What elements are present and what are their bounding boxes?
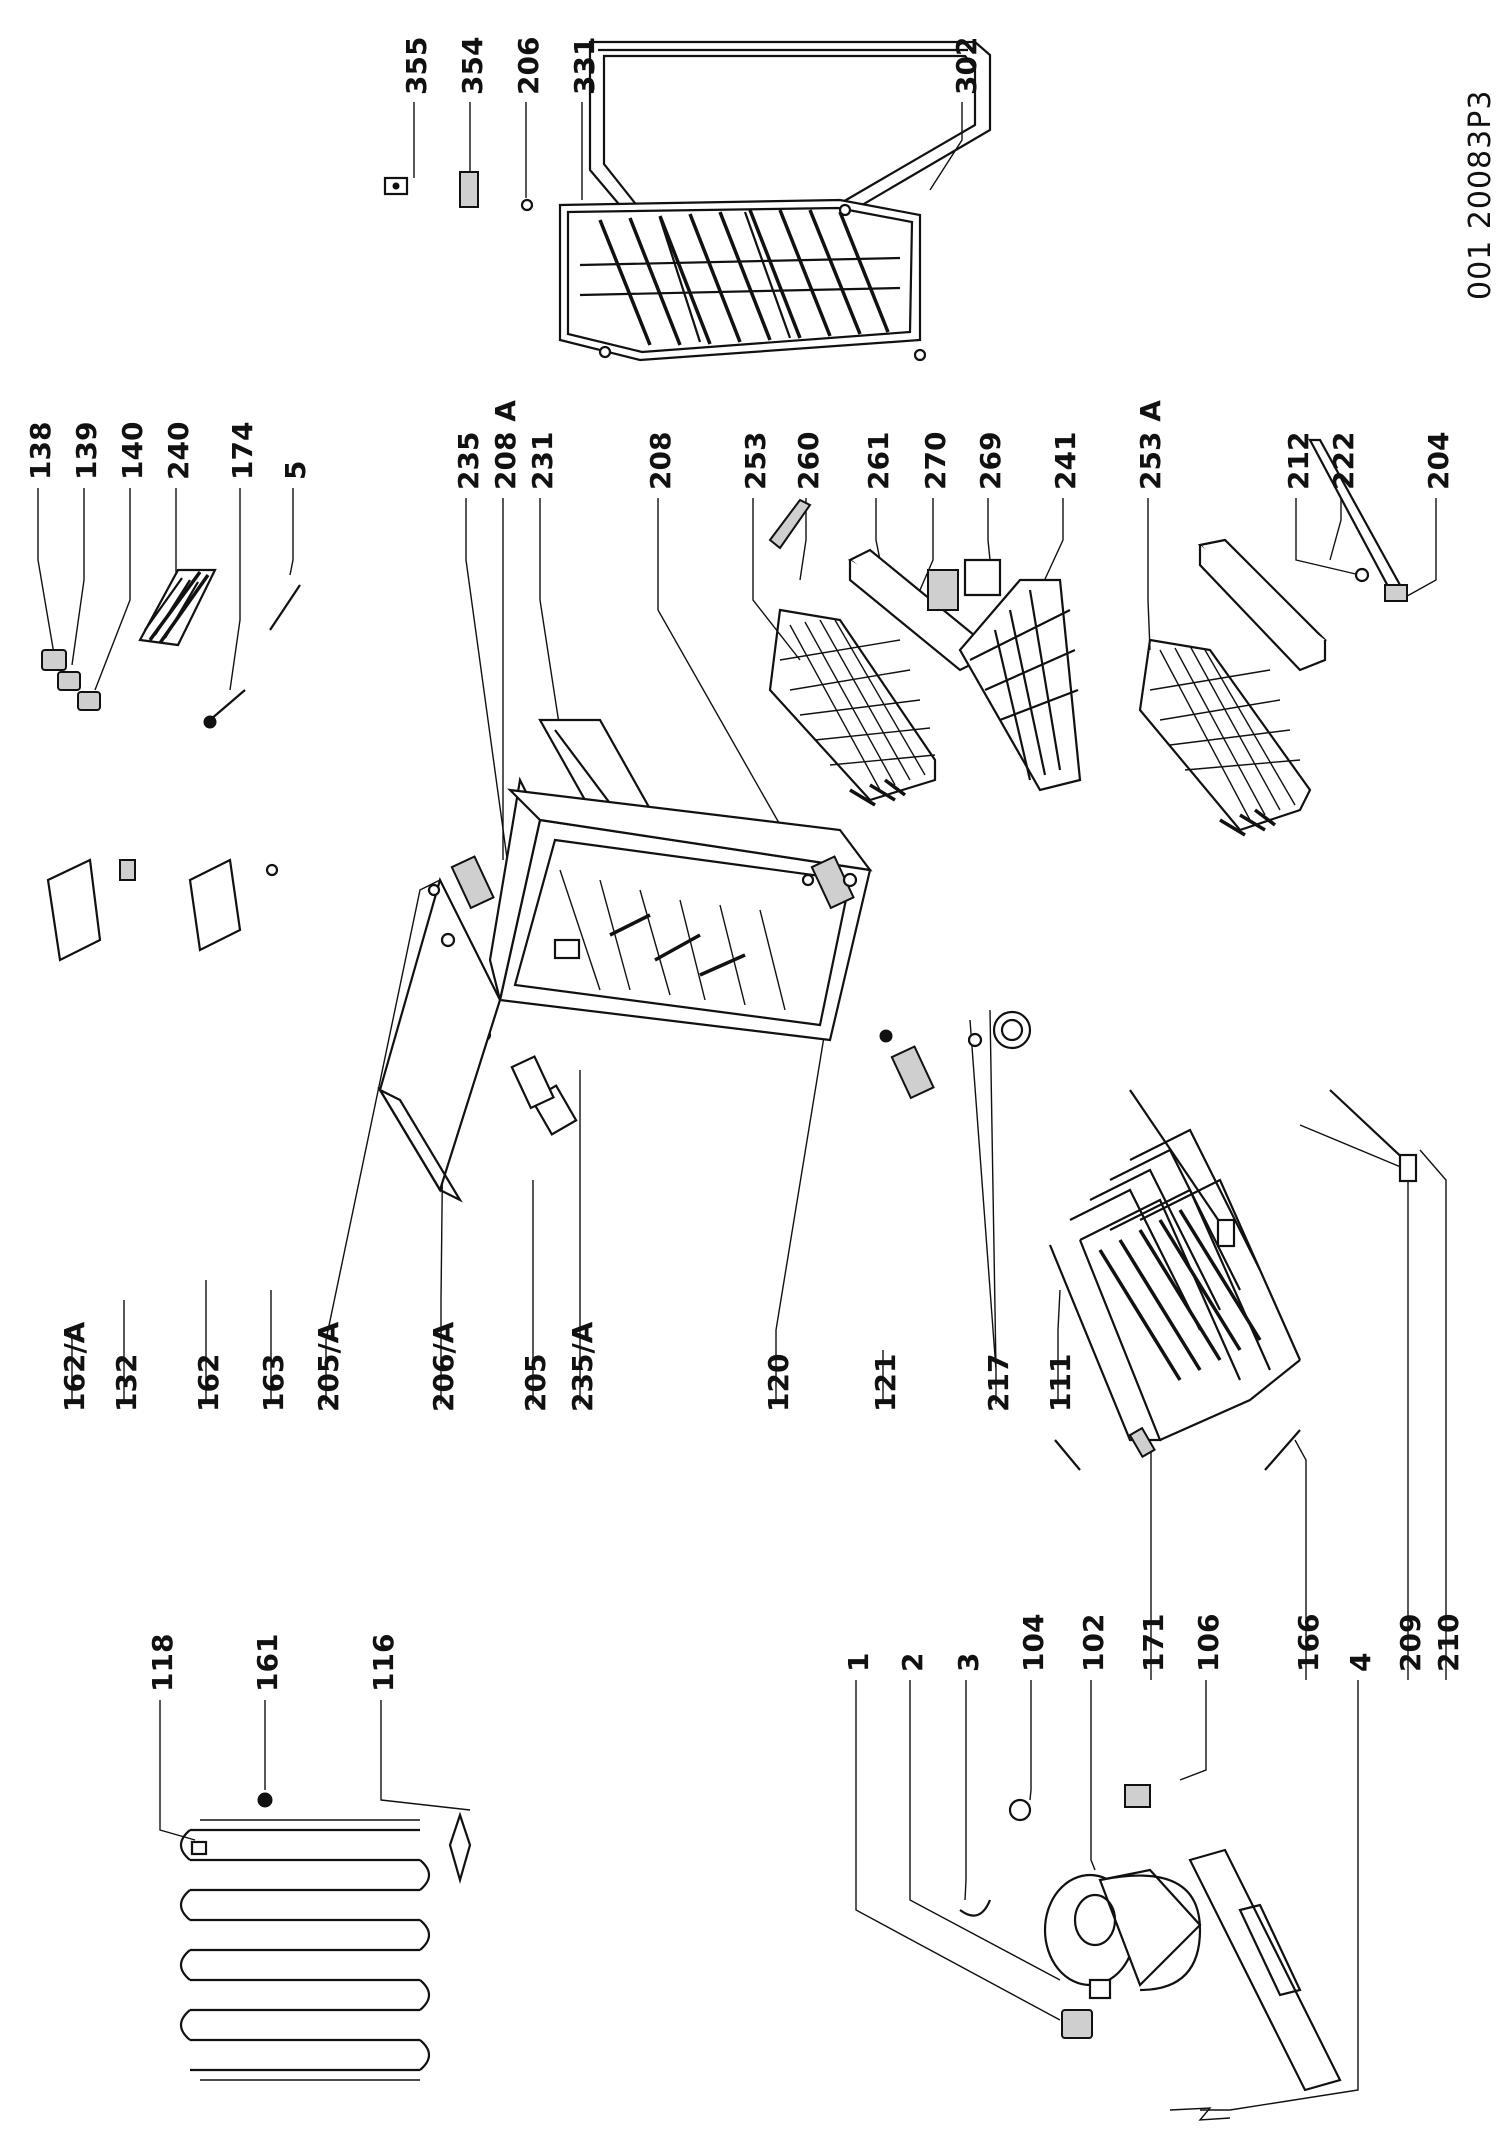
part-label-217: 217 [982,1354,1015,1412]
part-labels: 355 354 206 331 302 138 139 140 240 174 … [24,37,1465,1692]
parts-212-222-204 [1308,438,1408,602]
door-gasket-302 [588,40,992,302]
compressor-102 [1043,1868,1202,1992]
shelf-241 [958,578,1082,792]
cabinet-side-panel [377,876,502,1203]
part-label-270: 270 [919,432,952,490]
part-label-206A: 206/A [427,1321,460,1412]
base-plate-4 [1188,1848,1342,2092]
part-label-208A: 208 A [489,400,522,490]
part-label-163: 163 [257,1354,290,1412]
small-parts-138-140 [41,649,101,711]
cable-4 [1169,2107,1231,2121]
part-label-104: 104 [1017,1614,1050,1672]
screw-174 [203,689,246,729]
condenser-118 [179,1792,472,2081]
part-label-162: 162 [192,1354,225,1412]
part-label-4: 4 [1344,1653,1377,1672]
part-label-253A: 253 A [1134,400,1167,490]
part-label-210: 210 [1432,1614,1465,1672]
part-label-132: 132 [110,1354,143,1412]
part-label-354: 354 [456,37,489,95]
part-label-161: 161 [251,1634,284,1692]
controls-162 [46,858,279,962]
part-label-205: 205 [519,1354,552,1412]
parts-171-166 [1128,1426,1301,1471]
part-label-260: 260 [792,432,825,490]
part-label-121: 121 [869,1354,902,1412]
rails-209-210 [1129,1089,1418,1248]
part-label-1: 1 [842,1653,875,1672]
electric-parts-1-3-104-106 [959,1784,1151,2039]
part-label-174: 174 [226,422,259,480]
hinge-parts-355-354-206 [383,171,534,212]
part-5 [269,584,301,631]
part-label-138: 138 [24,422,57,480]
hinges-cabinet [427,855,935,1110]
strip-260 [768,498,812,550]
part-label-261: 261 [862,432,895,490]
thermostat-217 [967,1010,1032,1050]
part-label-116: 116 [367,1634,400,1692]
part-label-241: 241 [1049,432,1082,490]
part-label-205A: 205/A [312,1321,345,1412]
part-label-331: 331 [568,37,601,95]
part-label-118: 118 [146,1634,179,1692]
part-label-209: 209 [1394,1614,1427,1672]
part-label-235A: 235/A [566,1321,599,1412]
part-label-240: 240 [162,422,195,480]
drawing-code: 001 20083P3 [1463,90,1498,300]
part-label-2: 2 [896,1653,929,1672]
inner-door-331 [558,198,927,362]
part-label-120: 120 [762,1354,795,1412]
part-label-166: 166 [1292,1614,1325,1672]
part-label-3: 3 [952,1653,985,1672]
part-label-253: 253 [739,432,772,490]
part-label-111: 111 [1044,1354,1077,1412]
flap-lower [1197,538,1327,672]
part-label-106: 106 [1192,1614,1225,1672]
parts-270-269 [927,558,1002,611]
part-label-208: 208 [644,432,677,490]
basket-253A [1138,638,1312,837]
part-label-302: 302 [950,37,983,95]
part-label-231: 231 [526,432,559,490]
part-label-139: 139 [70,422,103,480]
part-label-269: 269 [974,432,1007,490]
leader-lines [37,102,1447,2111]
part-label-204: 204 [1422,432,1455,490]
part-label-355: 355 [400,37,433,95]
ice-tray-240 [138,568,217,647]
part-label-235: 235 [452,432,485,490]
part-label-102: 102 [1077,1614,1110,1672]
part-label-140: 140 [116,422,149,480]
part-label-171: 171 [1137,1614,1170,1672]
part-label-5: 5 [279,461,312,480]
part-label-206-top: 206 [512,37,545,95]
basket-253 [768,608,937,807]
evaporator-111 [1048,1128,1302,1471]
part-label-162A: 162/A [58,1321,91,1412]
